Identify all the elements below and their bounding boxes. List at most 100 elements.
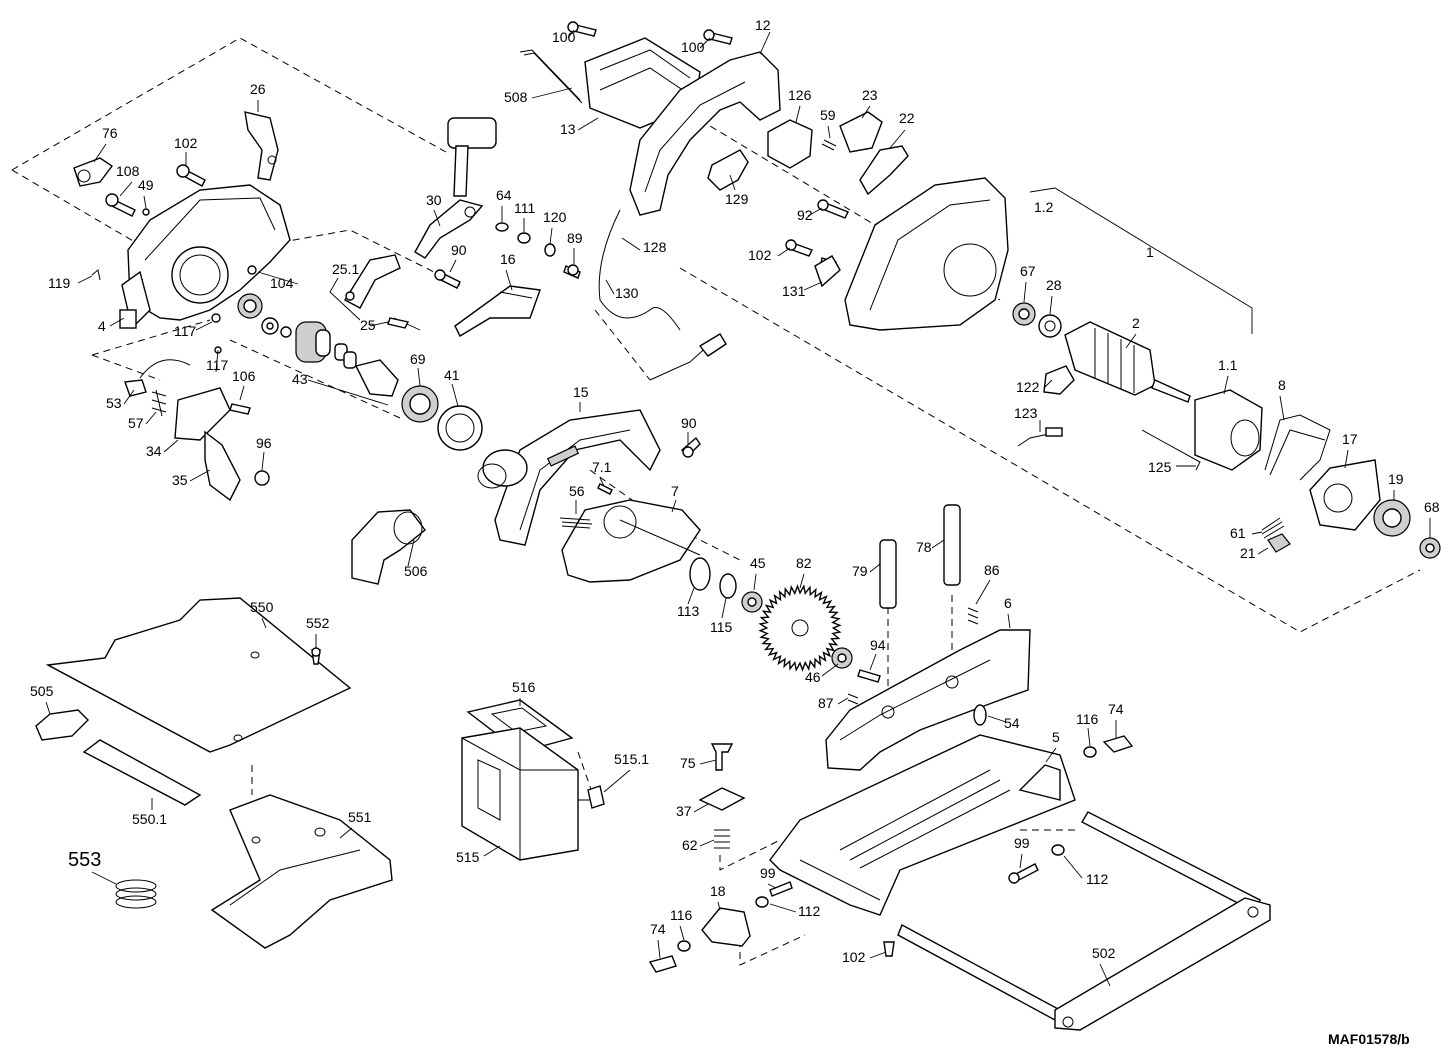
part-label-4: 4 [98, 318, 106, 334]
part-label-115: 115 [710, 619, 733, 635]
part-label-41: 41 [444, 367, 460, 383]
part-label-106: 106 [232, 368, 256, 384]
part-label-516: 516 [512, 679, 536, 695]
part-label-64: 64 [496, 187, 512, 203]
end-cap-18 [648, 881, 895, 973]
part-label-76: 76 [102, 125, 118, 141]
part-label-45: 45 [750, 555, 766, 571]
spindle-and-gears [211, 293, 483, 451]
table-plate-550 [45, 597, 352, 753]
drawing-code: MAF01578/b [1328, 1031, 1410, 1047]
part-label-1: 1 [1146, 244, 1154, 260]
part-label-54: 54 [1004, 715, 1020, 731]
part-label-99b: 99 [760, 865, 776, 881]
box-515 [461, 727, 579, 861]
part-label-61: 61 [1230, 525, 1246, 541]
elbow-506 [351, 509, 426, 585]
spring-56-pin-7.1 [559, 483, 613, 529]
part-label-506: 506 [404, 563, 428, 579]
allen-key-508 [519, 49, 583, 104]
columns [879, 504, 961, 609]
switch-126 [767, 119, 813, 169]
lever-26 [244, 111, 279, 181]
handle-12 [629, 51, 781, 216]
part-label-129: 129 [725, 191, 749, 207]
part-label-17: 17 [1342, 431, 1358, 447]
screws-upper-left [91, 164, 257, 281]
gear-housing-plate [119, 184, 291, 330]
part-label-502: 502 [1092, 945, 1116, 961]
part-label-56: 56 [569, 483, 585, 499]
part-label-116a: 116 [1076, 711, 1099, 727]
dust-port [477, 449, 528, 489]
spring-553 [115, 879, 157, 909]
brake-parts [124, 359, 270, 502]
bracket-25 [344, 254, 410, 329]
part-label-2: 2 [1132, 315, 1140, 331]
part-label-102c: 102 [748, 247, 772, 263]
part-label-46: 46 [805, 669, 821, 685]
upper-guard-15 [494, 409, 661, 546]
part-label-117a: 117 [174, 323, 197, 339]
guard-handle-16 [454, 285, 541, 337]
leader-lines [45, 29, 1431, 987]
lever-30 [414, 117, 497, 259]
washers-64-111-120 [434, 222, 581, 289]
part-label-119: 119 [48, 275, 71, 291]
part-label-100b: 100 [681, 39, 705, 55]
screw-552 [311, 647, 321, 665]
part-label-515.1: 515.1 [614, 751, 649, 767]
part-label-550: 550 [250, 599, 274, 615]
wire-8 [1264, 414, 1331, 481]
part-label-86: 86 [984, 562, 1000, 578]
brush-parts [1017, 365, 1201, 471]
saw-blade-82 [758, 584, 842, 672]
part-label-108: 108 [116, 163, 140, 179]
clip-505 [35, 709, 89, 741]
fan-housing-17 [1309, 459, 1381, 531]
part-label-7.1: 7.1 [592, 459, 612, 475]
part-label-508: 508 [504, 89, 528, 105]
lower-guard-7 [561, 499, 701, 583]
part-label-104: 104 [270, 275, 294, 291]
armature-2 [1064, 321, 1191, 403]
part-label-117b: 117 [206, 357, 229, 373]
part-label-102b: 102 [842, 949, 866, 965]
part-label-131: 131 [782, 283, 806, 299]
part-label-7: 7 [671, 483, 679, 499]
part-label-515: 515 [456, 849, 480, 865]
part-label-99a: 99 [1014, 835, 1030, 851]
screw-90b [680, 436, 701, 458]
part-label-35: 35 [172, 472, 188, 488]
part-label-22: 22 [899, 110, 915, 126]
part-label-87: 87 [818, 695, 834, 711]
part-label-90b: 90 [681, 415, 697, 431]
part-label-15: 15 [573, 384, 589, 400]
part-label-550.1: 550.1 [132, 811, 167, 827]
part-label-12: 12 [755, 17, 771, 33]
part-label-79: 79 [852, 563, 868, 579]
clamp-parts-75-37-62 [698, 743, 746, 849]
part-label-122: 122 [1016, 379, 1040, 395]
base-551 [210, 794, 393, 949]
part-label-53: 53 [106, 395, 122, 411]
part-label-30: 30 [426, 192, 442, 208]
part-label-126: 126 [788, 87, 812, 103]
part-label-18: 18 [710, 883, 726, 899]
part-label-43: 43 [292, 371, 308, 387]
part-label-113: 113 [677, 603, 700, 619]
part-label-552: 552 [306, 615, 330, 631]
part-label-94: 94 [870, 637, 886, 653]
part-label-59: 59 [820, 107, 836, 123]
part-label-34: 34 [146, 443, 162, 459]
blade-flanges [689, 557, 881, 683]
connector-515.1 [578, 785, 605, 809]
part-label-49: 49 [138, 177, 154, 193]
part-label-25.1: 25.1 [332, 261, 359, 277]
part-label-89: 89 [567, 230, 583, 246]
small-parts-right [1008, 735, 1134, 884]
part-label-96: 96 [256, 435, 272, 451]
part-label-78: 78 [916, 539, 932, 555]
part-label-505: 505 [30, 683, 54, 699]
